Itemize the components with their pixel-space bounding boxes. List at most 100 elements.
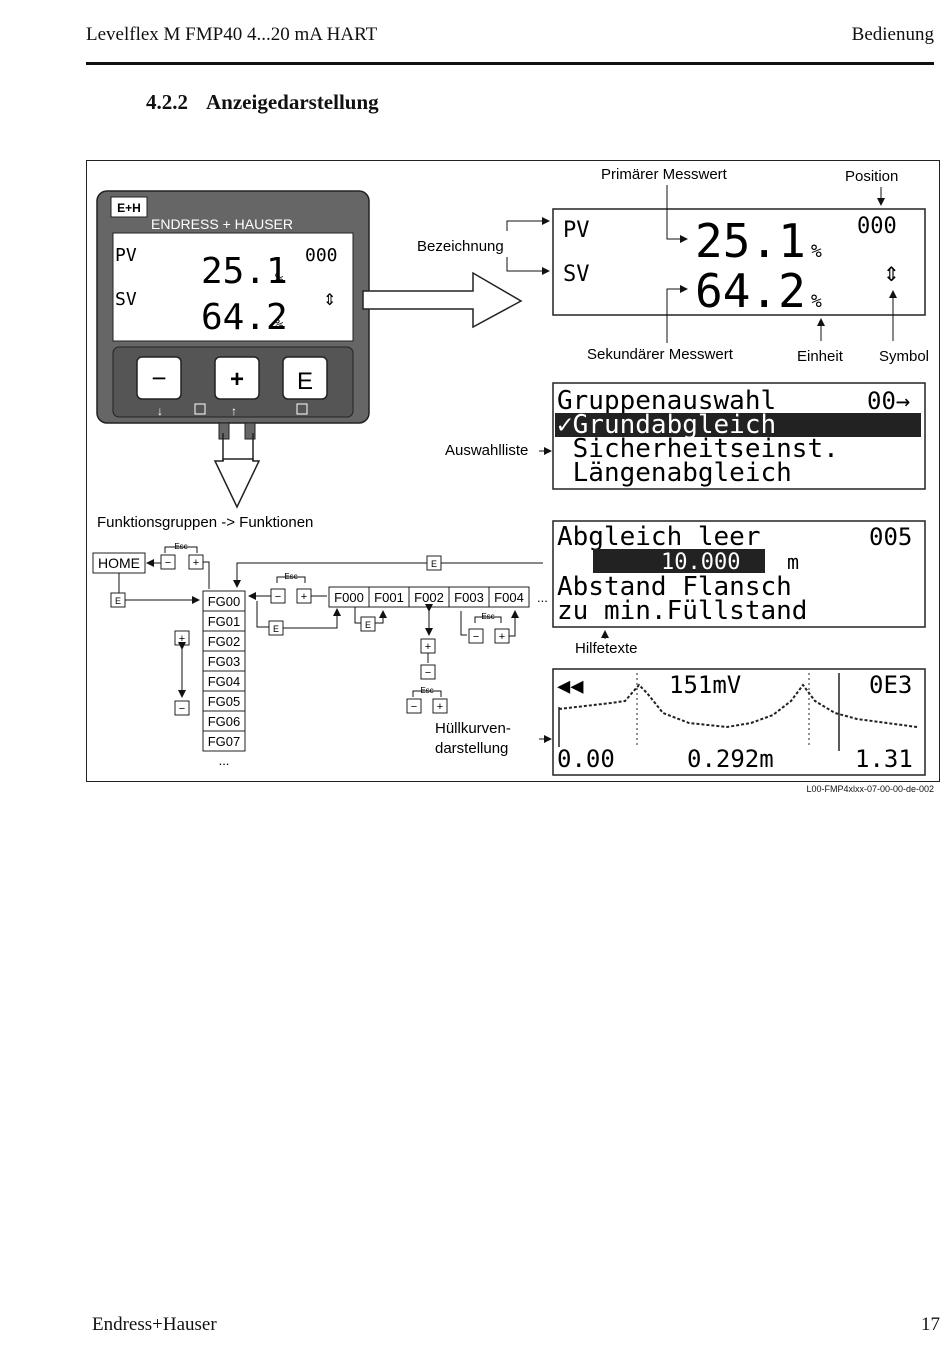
enter-icon — [296, 403, 308, 415]
figure-svg: E+H ENDRESS + HAUSER PV 25.1 % 000 SV 64… — [92, 166, 929, 776]
label-primary: Primärer Messwert — [601, 166, 728, 183]
menu-minus-2[interactable]: − — [275, 591, 281, 603]
curve-x-right: 1.31 — [855, 745, 913, 773]
curve-x-mid: 0.292m — [687, 745, 774, 773]
section-title: 4.2.2 Anzeigedarstellung — [146, 90, 379, 115]
fg-item-6[interactable]: FG06 — [208, 714, 241, 729]
fg-item-0[interactable]: FG00 — [208, 594, 241, 609]
device-sv-unit: % — [275, 317, 284, 333]
lcd-lock-icon: ⇕ — [883, 264, 900, 286]
fg-column: FG00 FG01 FG02 FG03 FG04 FG05 FG06 FG07 … — [202, 590, 246, 768]
fg-item-7[interactable]: FG07 — [208, 734, 241, 749]
menu-plus-fg[interactable]: + — [179, 633, 185, 645]
fg-item-5[interactable]: FG05 — [208, 694, 241, 709]
help-title: Abgleich leer — [557, 522, 761, 552]
plus-key[interactable]: + — [214, 356, 260, 400]
esc-label-3: Esc — [420, 686, 433, 695]
help-unit: m — [787, 550, 799, 574]
menu-minus-3[interactable]: − — [411, 701, 417, 713]
menu-plus-1[interactable]: + — [193, 557, 199, 569]
device-sv-label: SV — [115, 289, 137, 310]
device-pv-value: 25.1 — [201, 251, 288, 292]
page-number: 17 — [921, 1314, 940, 1335]
help-line-1: Abstand Flansch — [557, 572, 792, 602]
esc-label-2: Esc — [284, 572, 297, 581]
help-value[interactable]: 10.000 — [661, 550, 740, 575]
help-line-2: zu min.Füllstand — [557, 596, 807, 626]
lcd-select: Gruppenauswahl 00→ ✓Grundabgleich Sicher… — [552, 382, 926, 490]
label-hilfetexte: Hilfetexte — [575, 640, 638, 657]
lcd-sv-value: 64.2 — [695, 264, 806, 318]
right-arrow-shape — [362, 271, 523, 329]
label-bezeichnung: Bezeichnung — [417, 238, 504, 255]
lcd-pv-unit: % — [811, 241, 822, 262]
minus-key[interactable]: − — [136, 356, 182, 400]
lcd-pv-label: PV — [563, 218, 590, 243]
lcd-sv-unit: % — [811, 291, 822, 312]
label-position: Position — [845, 168, 898, 185]
help-code: 005 — [869, 523, 912, 551]
lcd-main: PV 25.1 % 000 SV 64.2 % ⇕ — [552, 208, 926, 318]
device-pv-label: PV — [115, 245, 137, 266]
footer-brand: Endress+Hauser — [92, 1314, 217, 1335]
menu-e-2[interactable]: E — [273, 624, 279, 634]
select-item-0[interactable]: ✓Grundabgleich — [557, 410, 776, 440]
select-item-1[interactable]: Sicherheitseinst. — [557, 434, 839, 464]
fg-item-3[interactable]: FG03 — [208, 654, 241, 669]
lcd-sv-label: SV — [563, 262, 590, 287]
esc-label-4: Esc — [481, 612, 494, 621]
lcd-position: 000 — [857, 214, 897, 239]
menu-plus-2[interactable]: + — [301, 591, 307, 603]
menu-plus-4[interactable]: + — [499, 631, 505, 643]
select-item-2[interactable]: Längenabgleich — [557, 458, 792, 488]
esc-label-1: Esc — [174, 542, 187, 551]
f-item-3[interactable]: F003 — [454, 590, 484, 605]
section-number: 4.2.2 — [146, 90, 188, 114]
fg-item-4[interactable]: FG04 — [208, 674, 241, 689]
label-funktionsgruppen: Funktionsgruppen -> Funktionen — [97, 514, 313, 531]
label-auswahlliste: Auswahlliste — [445, 442, 528, 459]
f-item-0[interactable]: F000 — [334, 590, 364, 605]
device-position: 000 — [305, 245, 338, 266]
fg-item-1[interactable]: FG01 — [208, 614, 241, 629]
device-sv-value: 64.2 — [201, 297, 288, 338]
menu-e-1[interactable]: E — [115, 596, 121, 606]
header-rule — [86, 62, 934, 65]
esc-icon — [194, 403, 206, 415]
menu-minus-4[interactable]: − — [473, 631, 479, 643]
section-heading: Anzeigedarstellung — [206, 90, 379, 114]
f-item-4[interactable]: F004 — [494, 590, 524, 605]
lcd-help: Abgleich leer 005 10.000 m Abstand Flans… — [552, 520, 926, 628]
down-arrow-shape — [213, 458, 261, 509]
curve-top-value: 151mV — [669, 671, 741, 699]
curve-icon: ◀◀ — [557, 674, 584, 699]
device-brand: ENDRESS + HAUSER — [151, 216, 293, 232]
menu-minus-fg[interactable]: − — [179, 703, 185, 715]
minus-key-label: − — [151, 363, 166, 393]
e-key[interactable]: E — [282, 356, 328, 400]
device-panel: E+H ENDRESS + HAUSER PV 25.1 % 000 SV 64… — [96, 190, 370, 440]
label-einheit: Einheit — [797, 348, 844, 365]
f-item-2[interactable]: F002 — [414, 590, 444, 605]
menu-plus-f[interactable]: + — [425, 641, 431, 653]
home-box: HOME — [98, 555, 140, 571]
device-lcd — [112, 232, 354, 342]
f-item-1[interactable]: F001 — [374, 590, 404, 605]
label-huellkurve-2: darstellung — [435, 740, 508, 757]
header-section: Bedienung — [851, 24, 934, 45]
lcd-curve: ◀◀ 151mV 0E3 0.00 0.292m 1.31 — [552, 668, 926, 776]
menu-minus-1[interactable]: − — [165, 557, 171, 569]
e-key-label: E — [297, 368, 313, 395]
menu-plus-3[interactable]: + — [437, 701, 443, 713]
menu-e-3[interactable]: E — [365, 620, 371, 630]
plus-key-label: + — [230, 366, 244, 393]
menu-minus-f[interactable]: − — [425, 667, 431, 679]
fg-item-2[interactable]: FG02 — [208, 634, 241, 649]
label-huellkurve-1: Hüllkurven- — [435, 720, 511, 737]
lcd-pv-value: 25.1 — [695, 214, 806, 268]
function-row: F000 F001 F002 F003 F004 ... — [328, 586, 548, 608]
device-pv-unit: % — [275, 271, 284, 287]
display-figure: E+H ENDRESS + HAUSER PV 25.1 % 000 SV 64… — [86, 160, 940, 782]
menu-e-top[interactable]: E — [431, 559, 437, 569]
select-title: Gruppenauswahl — [557, 386, 776, 416]
